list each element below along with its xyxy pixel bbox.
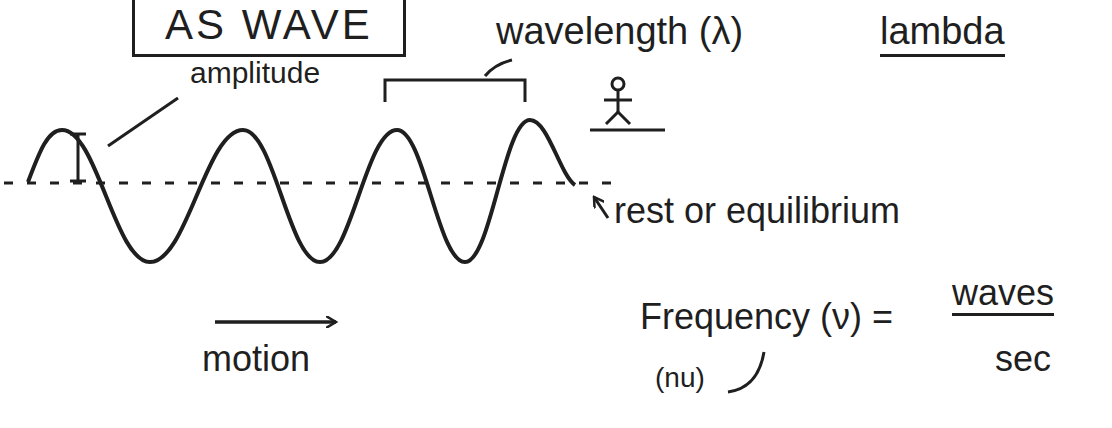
amplitude-marker bbox=[70, 98, 178, 181]
handwritten-label: waves bbox=[952, 272, 1054, 316]
nu-brace bbox=[728, 352, 764, 392]
handwritten-label: sec bbox=[995, 338, 1051, 379]
handwritten-label: lambda bbox=[880, 10, 1005, 57]
wave-curve bbox=[28, 120, 575, 262]
title-text: AS WAVE bbox=[165, 1, 373, 49]
handwritten-label: amplitude bbox=[190, 56, 320, 91]
handwritten-label: motion bbox=[202, 338, 310, 379]
stick-figure bbox=[590, 78, 665, 130]
equilibrium-pointer bbox=[594, 197, 608, 218]
wavelength-bracket bbox=[385, 60, 525, 102]
equilibrium-line bbox=[4, 182, 622, 185]
handwritten-label: Frequency (ν) = bbox=[640, 296, 893, 337]
handwritten-label: (nu) bbox=[655, 362, 705, 394]
motion-arrow bbox=[215, 320, 336, 324]
handwritten-label: wavelength (λ) bbox=[496, 10, 743, 54]
title-box: AS WAVE bbox=[132, 0, 406, 57]
handwritten-label: rest or equilibrium bbox=[614, 190, 900, 231]
